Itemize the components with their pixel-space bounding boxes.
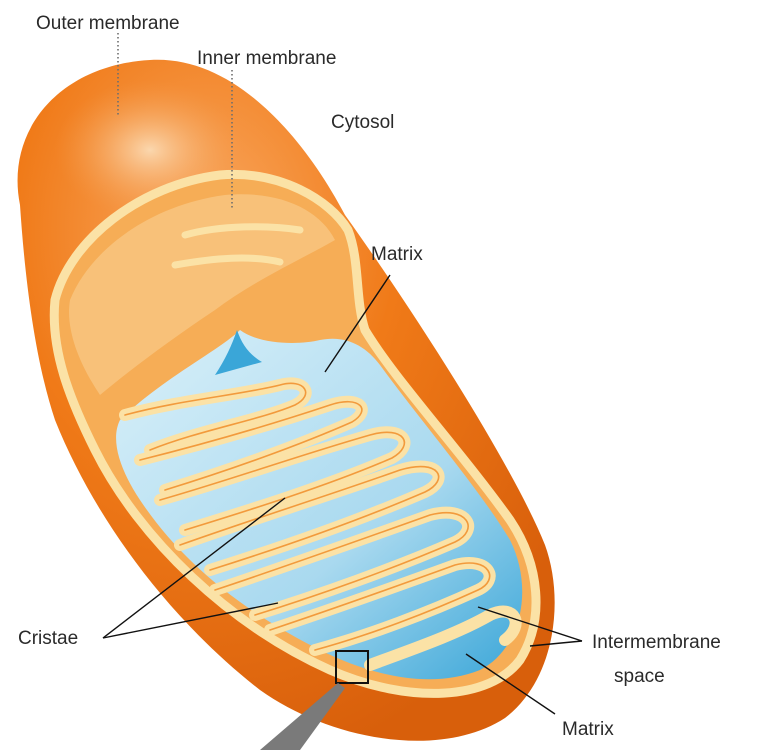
label-matrix-top: Matrix	[371, 244, 423, 265]
label-intermembrane-line2: space	[614, 666, 665, 687]
label-cytosol: Cytosol	[331, 112, 394, 133]
label-outer-membrane: Outer membrane	[36, 13, 180, 34]
label-cristae: Cristae	[18, 628, 78, 649]
label-intermembrane-line1: Intermembrane	[592, 632, 721, 653]
label-inner-membrane: Inner membrane	[197, 48, 336, 69]
label-matrix-bottom: Matrix	[562, 719, 614, 740]
